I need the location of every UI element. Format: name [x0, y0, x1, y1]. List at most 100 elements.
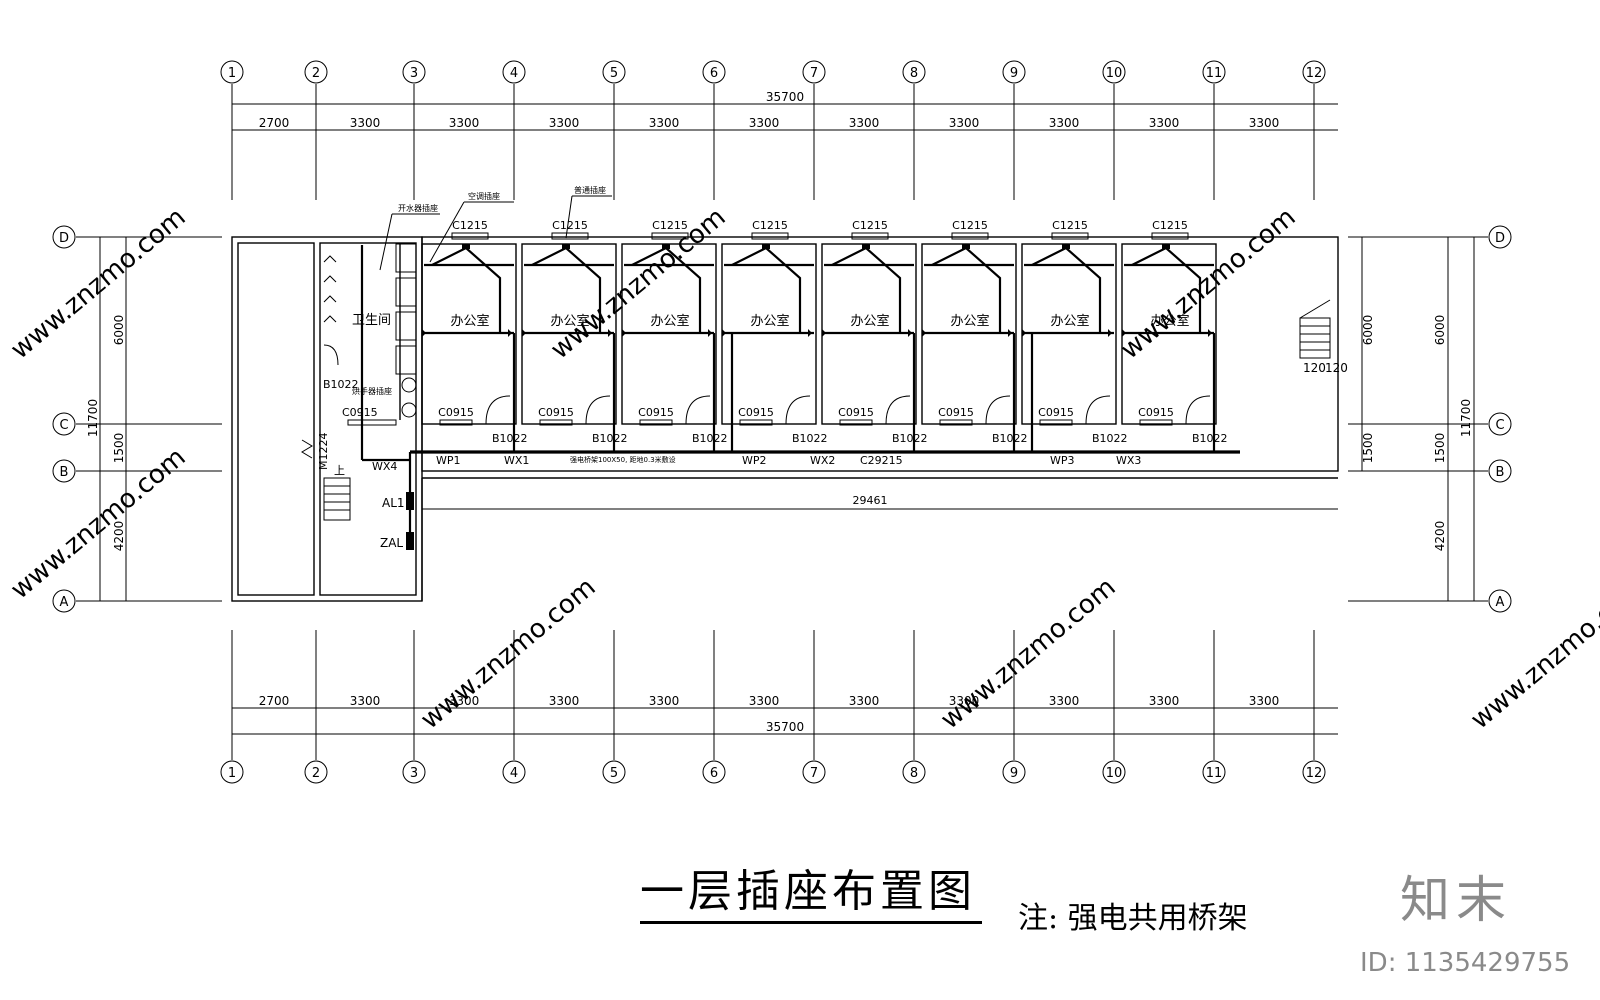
door-label: B1022 [1192, 432, 1228, 445]
column-label: 7 [810, 766, 818, 781]
circuit-label: WX3 [1116, 454, 1141, 467]
left-stair: 上 M1224 [301, 433, 351, 521]
column-bubble [220, 60, 244, 84]
column-bubble [502, 760, 526, 784]
circuit-label: WP1 [436, 454, 461, 467]
column-label: 7 [810, 66, 818, 81]
column-bubble [1202, 60, 1226, 84]
door-label: B1022 [992, 432, 1028, 445]
tray-note: 强电桥架100X50, 距地0.3米敷设 [570, 455, 676, 464]
overall-width-label: 11700 [86, 399, 100, 437]
side-dimensions: 11700 6000 1500 4200 11700 6000 1500 420… [86, 237, 1475, 601]
column-label: 3 [410, 766, 418, 781]
bay-dimension-label: 2700 [259, 116, 290, 130]
row-bubble [1488, 412, 1512, 436]
column-label: 5 [610, 66, 618, 81]
column-bubble [1002, 60, 1026, 84]
window-label: C1215 [752, 219, 788, 232]
circuit-label: WP2 [742, 454, 767, 467]
column-label: 1 [228, 66, 236, 81]
column-bubble [304, 760, 328, 784]
overall-width-label: 11700 [1459, 399, 1473, 437]
row-label: D [59, 231, 69, 246]
circuit-label: WX1 [504, 454, 529, 467]
office-label: 办公室 [950, 313, 989, 329]
column-bubble [702, 760, 726, 784]
row-label: B [1496, 465, 1505, 480]
window-label: C0915 [342, 406, 378, 419]
bay-dimension-label: 3300 [350, 116, 381, 130]
window-label: C1215 [552, 219, 588, 232]
panel-zal [406, 532, 414, 550]
column-bubble [402, 760, 426, 784]
column-bubble [304, 60, 328, 84]
bay-dimension-label: 3300 [350, 694, 381, 708]
row-bubble [52, 412, 76, 436]
office-label: 办公室 [450, 313, 489, 329]
office-label: 办公室 [1150, 313, 1189, 329]
row-label: A [60, 595, 69, 610]
watermark-text: www.znzmo.com [1465, 572, 1600, 735]
door-label: B1022 [1092, 432, 1128, 445]
column-bubble [1302, 760, 1326, 784]
column-bubble [1002, 760, 1026, 784]
door-label: B1022 [792, 432, 828, 445]
bay-dimension-label: 3300 [849, 116, 880, 130]
bay-dimension-label: 2700 [259, 694, 290, 708]
watermark-layer: www.znzmo.com www.znzmo.com www.znzmo.co… [5, 202, 1600, 735]
bay-dimension-label: 3300 [549, 116, 580, 130]
window-label: C1215 [952, 219, 988, 232]
row-bubble [52, 225, 76, 249]
window-label: C0915 [438, 406, 474, 419]
watermark-text: www.znzmo.com [5, 202, 191, 365]
window-label: C0915 [1038, 406, 1074, 419]
circuit-label: WP3 [1050, 454, 1075, 467]
corridor-window-label: C29215 [860, 454, 903, 467]
bay-dimension-label: 3300 [849, 694, 880, 708]
bay-dimension-label: 3300 [1249, 694, 1280, 708]
overall-length-label: 35700 [766, 90, 804, 104]
door-label: B1022 [592, 432, 628, 445]
row-bubble [52, 459, 76, 483]
column-bubble [602, 60, 626, 84]
row-span-label: 1500 [1433, 433, 1447, 464]
panel-al1 [406, 492, 414, 510]
column-label: 2 [312, 766, 320, 781]
bay-dimension-label: 3300 [749, 694, 780, 708]
row-span-label: 4200 [112, 521, 126, 552]
watermark-text: www.znzmo.com [1115, 202, 1301, 365]
row-span-label: 6000 [112, 315, 126, 346]
column-label: 8 [910, 766, 918, 781]
window-label: C0915 [1138, 406, 1174, 419]
window-label: C0915 [738, 406, 774, 419]
column-bubble [1102, 760, 1126, 784]
window-label: C0915 [938, 406, 974, 419]
stair-wall-label: 120 [1325, 361, 1348, 375]
corridor-length-label: 29461 [853, 494, 888, 507]
column-bubble [802, 60, 826, 84]
column-bubble [602, 760, 626, 784]
column-label: 6 [710, 766, 718, 781]
panel-label: ZAL [380, 536, 403, 550]
row-span-label: 4200 [1433, 521, 1447, 552]
door-label: B1022 [323, 378, 359, 391]
right-stair: 120 120 [1299, 299, 1348, 375]
column-bubble [1302, 60, 1326, 84]
hand-dryer-callout: 烘手器插座 [352, 386, 392, 396]
column-bubble [1202, 760, 1226, 784]
column-label: 12 [1306, 66, 1323, 81]
column-label: 3 [410, 66, 418, 81]
door-label: B1022 [692, 432, 728, 445]
circuit-label: WX2 [810, 454, 835, 467]
bay-dimension-label: 3300 [1149, 116, 1180, 130]
toilet-label: 卫生间 [352, 313, 391, 328]
bay-dimension-label: 3300 [949, 694, 980, 708]
watermark-text: www.znzmo.com [415, 572, 601, 735]
column-label: 1 [228, 766, 236, 781]
row-bubble [1488, 225, 1512, 249]
ac-callout: 空调插座 [468, 191, 500, 201]
